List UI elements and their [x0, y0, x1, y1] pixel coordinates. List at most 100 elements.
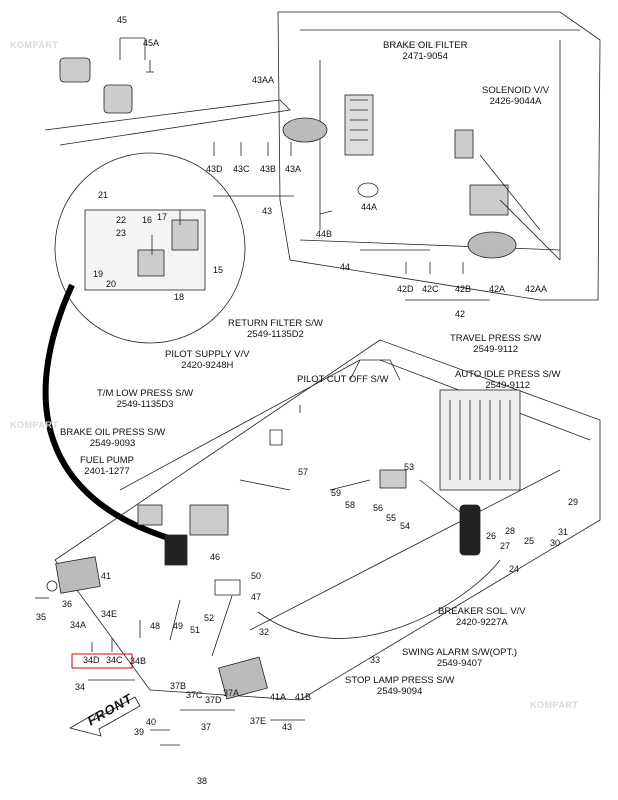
callout: 43AA: [252, 75, 275, 85]
callout: 43D: [206, 164, 223, 174]
work-lamp-2: [103, 84, 133, 114]
callout: 46: [210, 552, 221, 562]
callout: 44A: [361, 202, 378, 212]
callout: 34: [75, 682, 86, 692]
callout: 49: [173, 621, 184, 631]
callout: 20: [106, 279, 117, 289]
callout: 40: [146, 717, 157, 727]
callout: 51: [190, 625, 201, 635]
watermark: KOMPART: [10, 420, 59, 430]
callout: 57: [298, 467, 309, 477]
callout: 44B: [316, 229, 333, 239]
callout: 58: [345, 500, 356, 510]
callout: 36: [62, 599, 73, 609]
callout: 30: [550, 538, 561, 548]
callout: 37B: [170, 681, 187, 691]
detail-inset: [54, 152, 246, 344]
callout: 37E: [250, 716, 267, 726]
callout: 50: [251, 571, 262, 581]
callout: 19: [93, 269, 104, 279]
front-arrow: [68, 696, 141, 737]
callout: 34D: [83, 655, 100, 665]
callout: 34A: [70, 620, 87, 630]
callout: 39: [134, 727, 145, 737]
callout: 42C: [422, 284, 439, 294]
callout: 23: [116, 228, 127, 238]
callout: 42AA: [525, 284, 548, 294]
callout: 43: [282, 722, 293, 732]
callout: 45: [117, 15, 128, 25]
rear-lamp-right: [467, 231, 517, 259]
callout: 42B: [455, 284, 472, 294]
callout: 32: [259, 627, 270, 637]
watermark: KOMPART: [530, 700, 579, 710]
callout: 24: [509, 564, 520, 574]
callout: 43B: [260, 164, 277, 174]
front-lamp-right: [218, 656, 268, 700]
callout: 37: [201, 722, 212, 732]
callout: 43C: [233, 164, 250, 174]
work-lamp-1: [59, 57, 91, 83]
callout: 35: [36, 612, 47, 622]
callout: 18: [174, 292, 185, 302]
callout: 28: [505, 526, 516, 536]
callout: 41: [101, 571, 112, 581]
callout: 26: [486, 531, 497, 541]
callout: 53: [404, 462, 415, 472]
relay-block: [344, 94, 374, 156]
callout: 34C: [106, 655, 123, 665]
callout: 38: [197, 776, 208, 786]
callout: 16: [142, 215, 153, 225]
callout: 41B: [295, 692, 312, 702]
callout: 47: [251, 592, 262, 602]
callout: 43: [262, 206, 273, 216]
callout: 22: [116, 215, 127, 225]
pilot-cut-off-switch-title: PILOT CUT OFF S/W: [297, 374, 389, 385]
callout: 41A: [270, 692, 287, 702]
callout: 54: [400, 521, 411, 531]
callout: 29: [568, 497, 579, 507]
callout: 34B: [130, 656, 147, 666]
callout: 25: [524, 536, 535, 546]
callout: 27: [500, 541, 511, 551]
callout: 45A: [143, 38, 160, 48]
callout: 59: [331, 488, 342, 498]
callout: 56: [373, 503, 384, 513]
connector-arc: [42, 283, 176, 543]
highlight-34d: [71, 653, 133, 669]
callout: 33: [370, 655, 381, 665]
callout: 42: [455, 309, 466, 319]
callout: 31: [558, 527, 569, 537]
callout: 55: [386, 513, 397, 523]
callout: 21: [98, 190, 109, 200]
swing-alarm-switch-title: SWING ALARM S/W(OPT.)2549-9407: [402, 647, 518, 669]
watermark: KOMPART: [390, 40, 439, 50]
callout: 44: [340, 262, 351, 272]
callout: 42D: [397, 284, 414, 294]
rear-lamp-left: [282, 117, 328, 143]
callout: 43A: [285, 164, 302, 174]
lower-frame-outline: [54, 339, 601, 701]
callout: 37C: [186, 690, 203, 700]
callout: 37A: [223, 688, 240, 698]
upper-body-outline: [277, 11, 601, 301]
callout: 48: [150, 621, 161, 631]
callout: 34E: [101, 609, 118, 619]
front-lamp-left: [55, 556, 101, 594]
callout: 52: [204, 613, 215, 623]
callout: 17: [157, 212, 168, 222]
watermark: KOMPART: [10, 40, 59, 50]
